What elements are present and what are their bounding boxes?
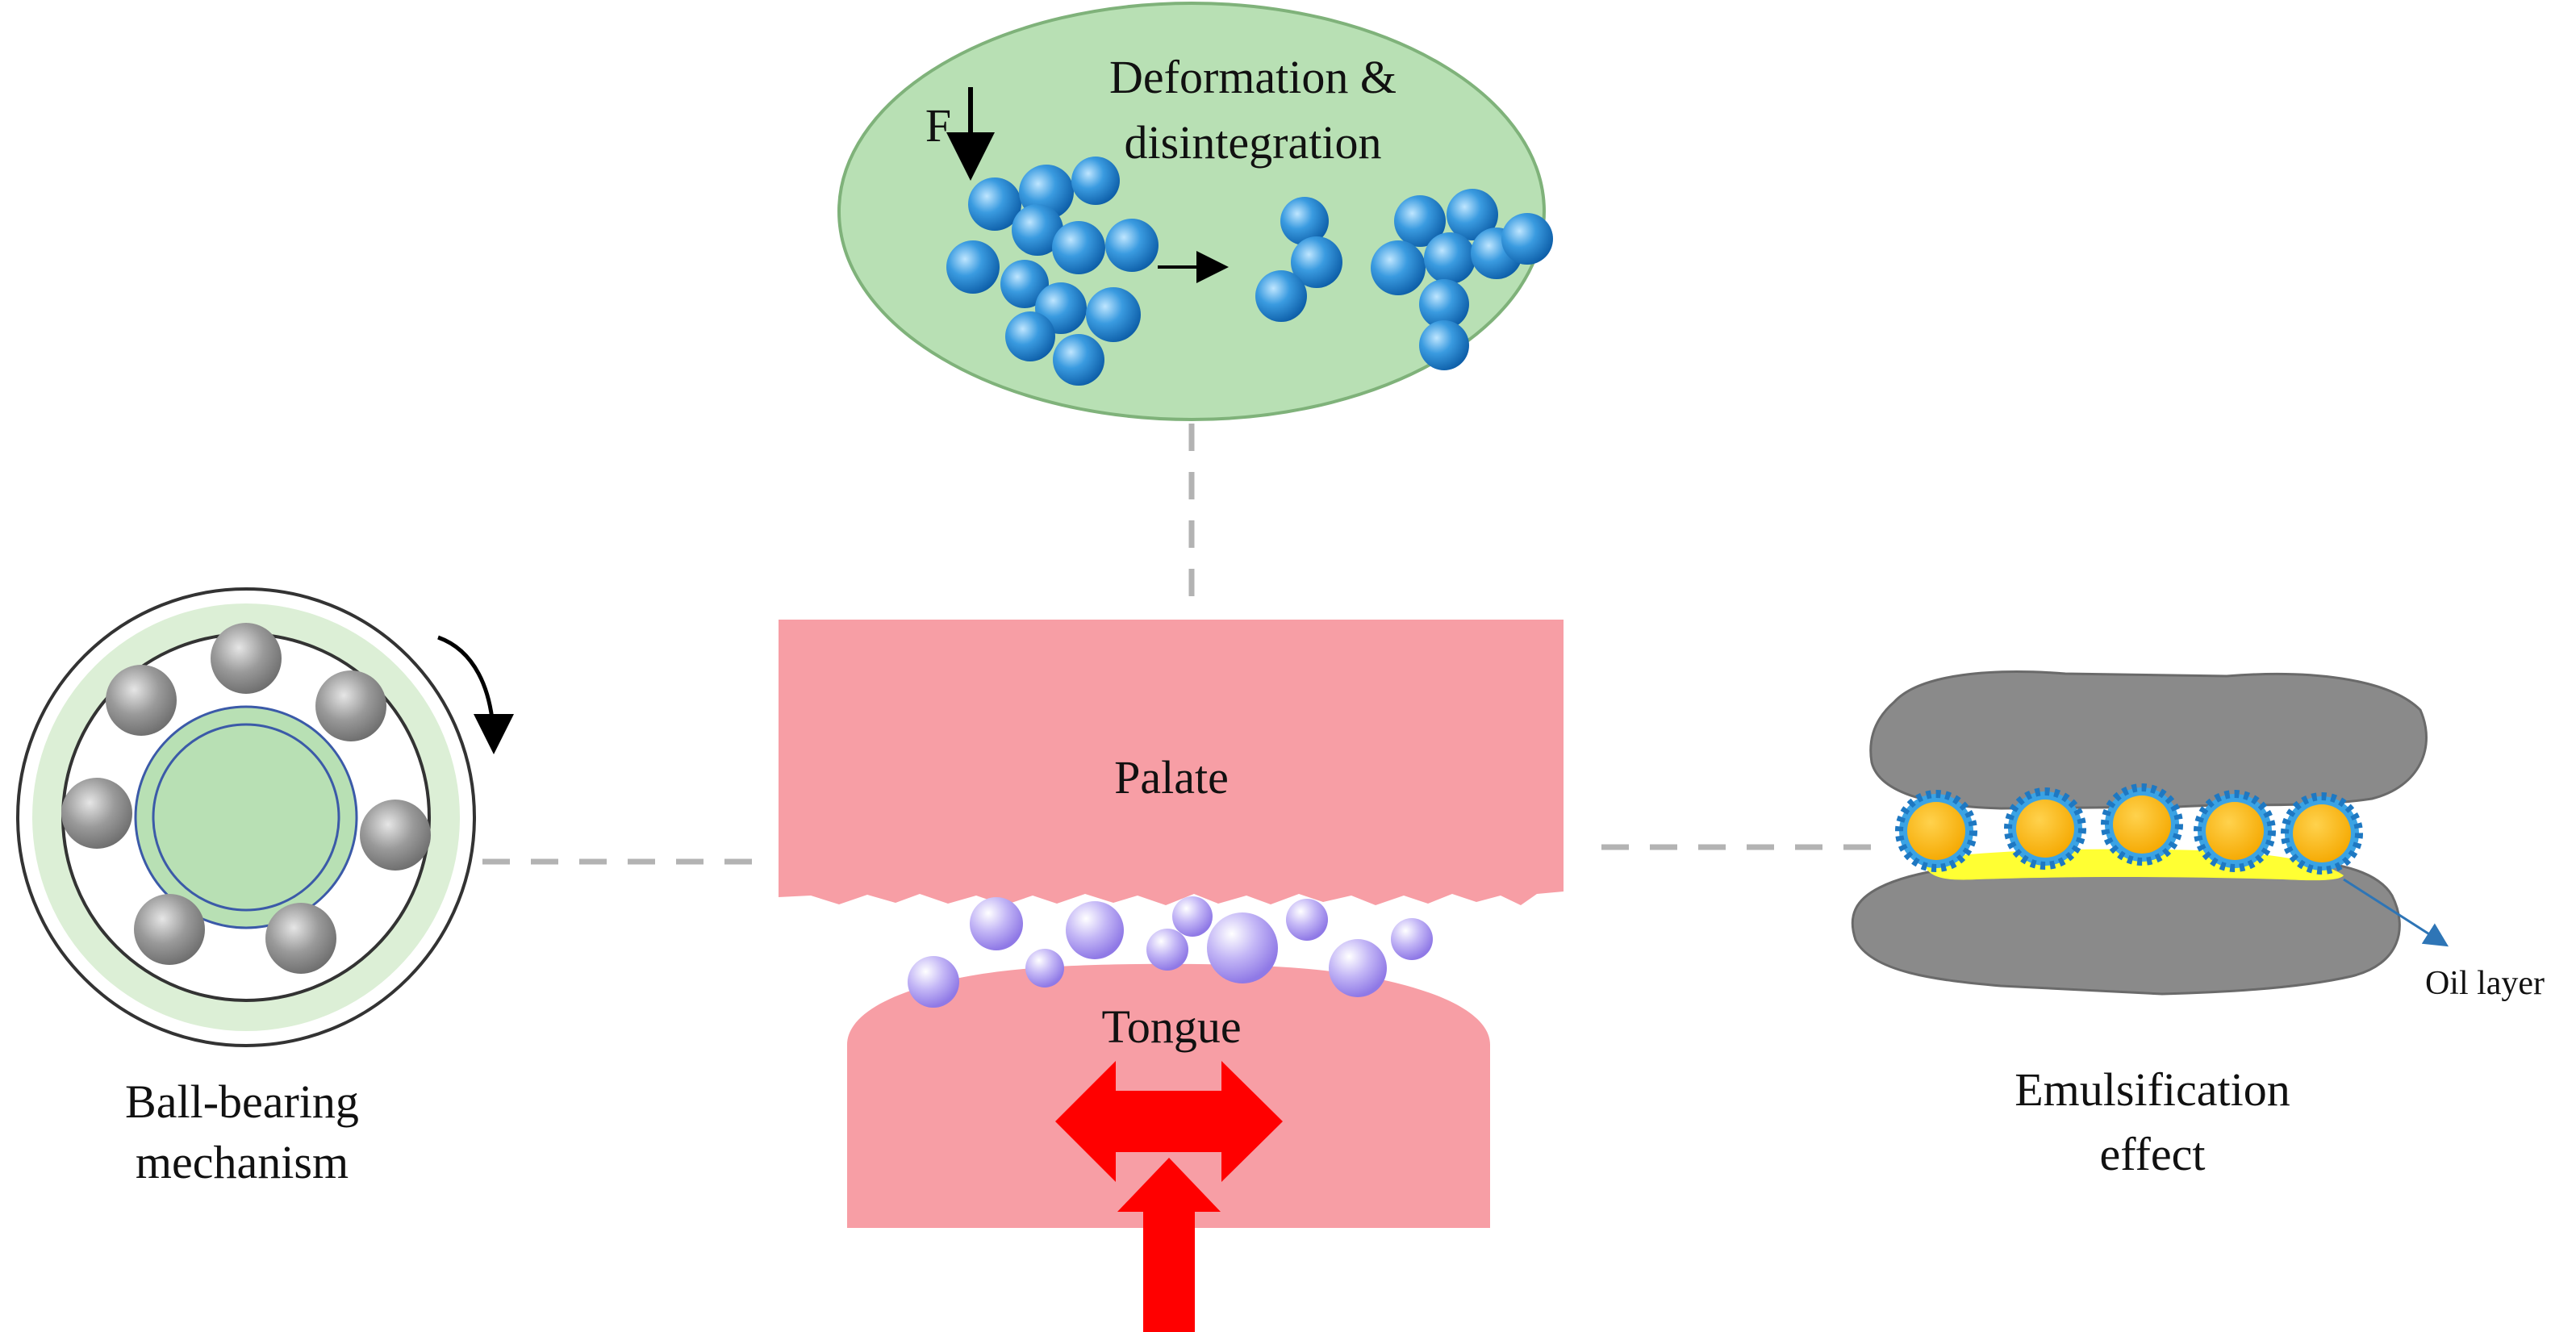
lateral-movement-arrow [1055,1061,1283,1182]
particle [946,240,1000,294]
blue-particle-clusters [946,157,1553,386]
oil-droplet [2113,795,2171,854]
palate-block [779,620,1564,905]
particle [1391,918,1433,960]
deformation-ellipse [837,2,1546,421]
particle [1086,287,1141,342]
particle [1000,260,1049,308]
bearing-ball [134,894,205,965]
particle [1105,219,1159,272]
particle [1207,912,1278,983]
bearing-ball [360,800,431,871]
particle [908,956,959,1008]
particle [1146,929,1188,971]
particle [1447,189,1498,240]
particle [1419,279,1469,329]
emulsification-label-line1: Emulsification [2014,1063,2290,1116]
bearing-ball [61,778,132,849]
particle [1005,311,1055,361]
upward-pressure-arrow [1117,1158,1221,1332]
oil-layer-label: Oil layer [2425,965,2545,1002]
bearing-ball [106,665,177,736]
ball-bearing-label-line1: Ball-bearing [125,1075,359,1128]
particle [1501,213,1553,265]
oil-droplet [2293,804,2351,862]
emulsification-panel: Oil layer Emulsification effect [1851,670,2545,1180]
particle [1066,901,1124,959]
ball-bearing-label-line2: mechanism [136,1136,349,1188]
rotation-arrow [437,635,514,754]
particle [1025,949,1064,988]
bearing-ball [211,623,282,694]
particle [1280,197,1329,245]
particle [1053,334,1104,386]
particle [968,177,1021,231]
oral-cavity-panel: Palate Tongue [779,620,1564,1332]
tongue-label: Tongue [1101,1000,1241,1053]
oil-droplet [2016,800,2074,858]
oil-droplet [1907,802,1965,860]
ball-bearing-panel: Ball-bearing mechanism [16,587,514,1188]
particle [1424,232,1476,284]
particle [1286,899,1328,941]
oil-droplet [2206,802,2264,860]
particle [1071,157,1120,205]
deformation-title-line2: disintegration [1125,116,1382,169]
bearing-ball [315,670,386,741]
particle [1172,896,1213,937]
emulsion-droplets [1895,783,2363,875]
particle [1012,204,1063,256]
particle [1394,195,1446,247]
force-label: F [925,99,951,152]
emulsification-label-line2: effect [2100,1128,2206,1180]
particle [1371,240,1426,295]
particle [1255,270,1307,322]
bearing-shaft [152,723,340,912]
oil-layer-pointer [2343,878,2449,947]
bearing-ball [265,903,336,974]
particle [1291,236,1342,288]
particle [1329,939,1387,997]
particle [1419,320,1469,370]
particle [1052,221,1105,274]
particle [970,897,1023,950]
lubricating-particles [908,896,1433,1008]
deformation-panel: Deformation & disintegration F [837,2,1553,421]
upper-surface-rock [1869,670,2428,810]
palate-label: Palate [1114,751,1229,804]
deformation-title-line1: Deformation & [1109,51,1397,103]
